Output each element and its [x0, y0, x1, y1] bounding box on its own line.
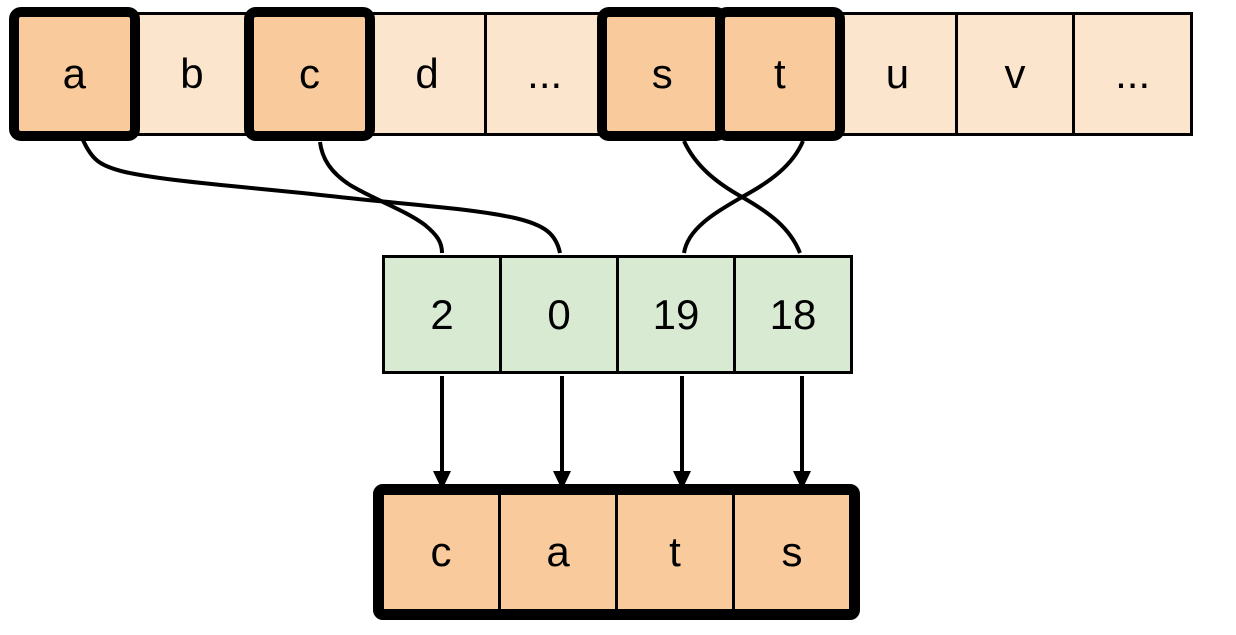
alphabet-cell-c: c: [249, 12, 370, 136]
index-cell-4: 18: [733, 255, 853, 374]
output-cell-4: s: [732, 492, 852, 612]
curve-c-to-2: [318, 141, 444, 254]
index-cell-2: 0: [499, 255, 619, 374]
index-cell-1: 2: [382, 255, 502, 374]
curve-s-to-18: [682, 140, 802, 254]
output-cell-2-letter: a: [546, 528, 570, 575]
curve-t-to-19: [682, 140, 805, 254]
curve-a-to-0: [81, 139, 562, 254]
alphabet-cell-u: u: [837, 12, 958, 136]
alphabet-cell-ellipsis-1: ...: [484, 12, 605, 136]
alphabet-cell-t: t: [719, 12, 841, 136]
alphabet-cell-ellipsis-2: ...: [1072, 12, 1193, 136]
alphabet-cell-a-label: a: [62, 50, 86, 97]
output-cell-3: t: [615, 492, 735, 612]
alphabet-cell-u-label: u: [885, 50, 910, 97]
index-cell-4-value: 18: [769, 290, 817, 338]
alphabet-cell-d: d: [366, 12, 488, 136]
output-word-array: c a t s: [373, 484, 860, 620]
output-cell-3-letter: t: [669, 528, 681, 575]
alphabet-array: a b c d ... s t u v ...: [14, 12, 1193, 136]
alphabet-cell-ellipsis-1-label: ...: [527, 50, 563, 97]
alphabet-cell-b: b: [131, 12, 253, 136]
index-cell-1-value: 2: [430, 290, 454, 338]
index-cell-3-value: 19: [652, 290, 700, 338]
output-cell-4-letter: s: [781, 528, 803, 575]
alphabet-cell-d-label: d: [415, 50, 439, 97]
alphabet-cell-c-label: c: [298, 50, 320, 97]
alphabet-cell-a: a: [14, 12, 135, 136]
index-array: 2 0 19 18: [382, 255, 853, 374]
output-cell-2: a: [498, 492, 618, 612]
alphabet-cell-s-label: s: [651, 50, 673, 97]
output-cell-1-letter: c: [430, 528, 452, 575]
index-cell-2-value: 0: [547, 290, 571, 338]
alphabet-cell-b-label: b: [180, 50, 204, 97]
index-cell-3: 19: [616, 255, 736, 374]
alphabet-cell-v-label: v: [1004, 50, 1026, 97]
alphabet-cell-ellipsis-2-label: ...: [1115, 50, 1151, 97]
alphabet-cell-s: s: [601, 12, 723, 136]
output-cell-1: c: [381, 492, 501, 612]
alphabet-cell-t-label: t: [774, 50, 786, 97]
alphabet-cell-v: v: [954, 12, 1076, 136]
